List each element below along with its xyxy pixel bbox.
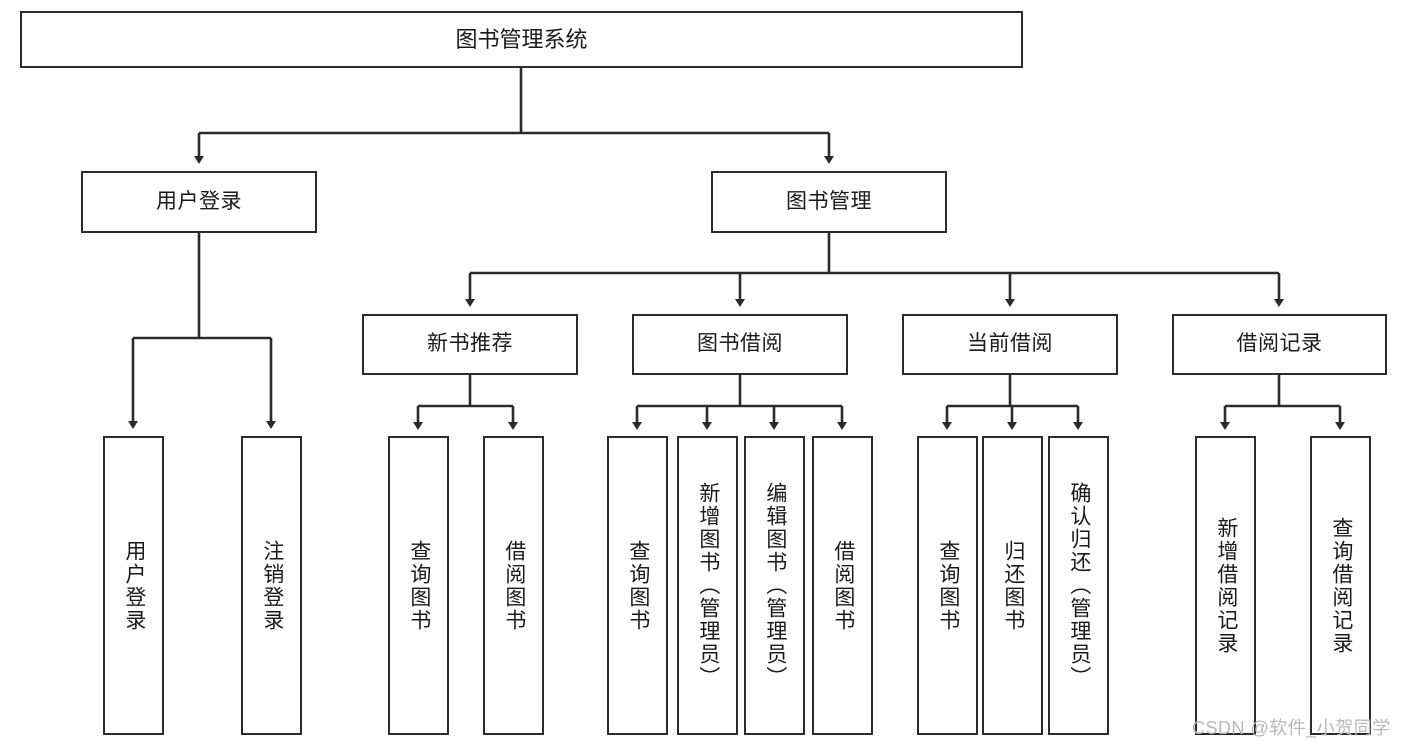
node-label: 确认归还（管理员）	[1067, 482, 1091, 689]
leaf-current-query-book[interactable]: 查询图书	[917, 436, 978, 735]
node-label: 注销登录	[260, 539, 284, 632]
node-label: 用户登录	[156, 189, 242, 213]
node-label: 新增图书（管理员）	[696, 482, 720, 689]
node-label: 归还图书	[1001, 539, 1025, 632]
leaf-borrow-borrow-book[interactable]: 借阅图书	[812, 436, 873, 735]
leaf-borrow-edit-book-admin[interactable]: 编辑图书（管理员）	[744, 436, 805, 735]
csdn-watermark: CSDN @软件_小贺同学	[1192, 718, 1391, 738]
leaf-current-return-book[interactable]: 归还图书	[982, 436, 1043, 735]
node-label: 图书借阅	[697, 332, 783, 356]
node-label: 图书管理	[786, 189, 872, 213]
node-label: 查询借阅记录	[1329, 516, 1353, 655]
node-user-login[interactable]: 用户登录	[81, 171, 317, 233]
node-label: 借阅图书	[831, 539, 855, 632]
node-new-book-recommend[interactable]: 新书推荐	[362, 314, 578, 375]
node-label: 新书推荐	[427, 332, 513, 356]
node-book-management[interactable]: 图书管理	[711, 171, 947, 233]
node-root-system[interactable]: 图书管理系统	[20, 11, 1023, 68]
leaf-user-login-login[interactable]: 用户登录	[103, 436, 164, 735]
node-label: 用户登录	[122, 539, 146, 632]
leaf-user-login-logout[interactable]: 注销登录	[241, 436, 302, 735]
node-book-borrow[interactable]: 图书借阅	[632, 314, 848, 375]
node-current-borrow[interactable]: 当前借阅	[902, 314, 1118, 375]
node-label: 新增借阅记录	[1214, 516, 1238, 655]
node-label: 图书管理系统	[455, 26, 588, 52]
node-label: 查询图书	[626, 539, 650, 632]
node-borrow-record[interactable]: 借阅记录	[1172, 314, 1387, 375]
leaf-borrow-query-book[interactable]: 查询图书	[607, 436, 668, 735]
node-label: 借阅记录	[1236, 332, 1323, 356]
leaf-record-query-record[interactable]: 查询借阅记录	[1310, 436, 1371, 735]
node-label: 借阅图书	[502, 539, 526, 632]
leaf-record-add-record[interactable]: 新增借阅记录	[1195, 436, 1256, 735]
leaf-current-confirm-return-admin[interactable]: 确认归还（管理员）	[1048, 436, 1109, 735]
node-label: 编辑图书（管理员）	[763, 482, 787, 689]
leaf-recommend-query-book[interactable]: 查询图书	[388, 436, 449, 735]
leaf-borrow-add-book-admin[interactable]: 新增图书（管理员）	[677, 436, 738, 735]
leaf-recommend-borrow-book[interactable]: 借阅图书	[483, 436, 544, 735]
node-label: 当前借阅	[967, 332, 1053, 356]
node-label: 查询图书	[407, 539, 431, 632]
node-label: 查询图书	[936, 539, 960, 632]
